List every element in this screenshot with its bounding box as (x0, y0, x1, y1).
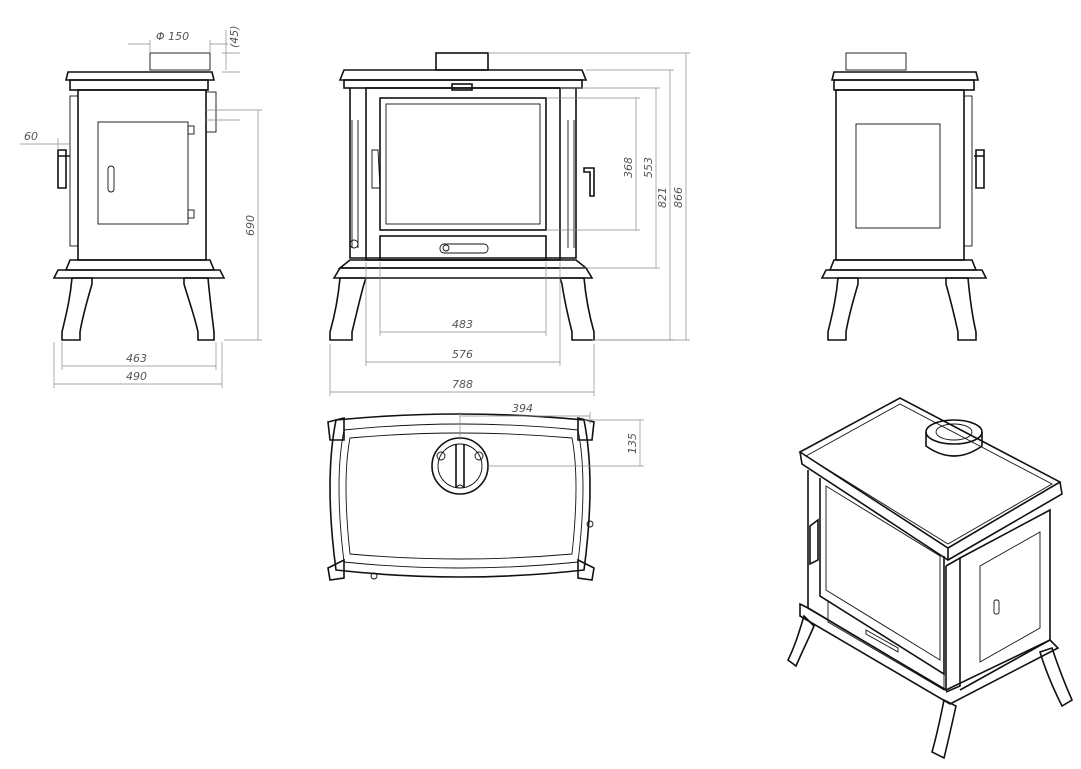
isometric-view (786, 397, 1074, 760)
dim-flue-diameter: Φ 150 (156, 30, 189, 43)
dim-flue-offset: (45) (228, 25, 241, 48)
front-view (329, 52, 595, 341)
dimension-lines (20, 30, 690, 467)
dim-depth-490: 490 (126, 370, 147, 383)
side-view-left (52, 52, 226, 341)
dim-depth-463: 463 (126, 352, 147, 365)
dim-width-483: 483 (452, 318, 473, 331)
dim-height-368: 368 (622, 157, 635, 178)
dim-height-690: 690 (244, 215, 257, 236)
dimension-labels: Φ 150 (45) 60 690 463 490 483 576 788 36… (24, 25, 685, 454)
dim-width-576: 576 (452, 348, 473, 361)
dim-width-788: 788 (452, 378, 473, 391)
dim-height-866: 866 (672, 187, 685, 208)
top-view (327, 413, 595, 581)
dim-height-553: 553 (642, 157, 655, 178)
dim-flue-center-x: 394 (512, 402, 533, 415)
side-view-right (820, 52, 988, 341)
dim-height-821: 821 (656, 187, 669, 208)
dim-handle-depth: 60 (24, 130, 38, 143)
dim-flue-center-y: 135 (626, 433, 639, 454)
